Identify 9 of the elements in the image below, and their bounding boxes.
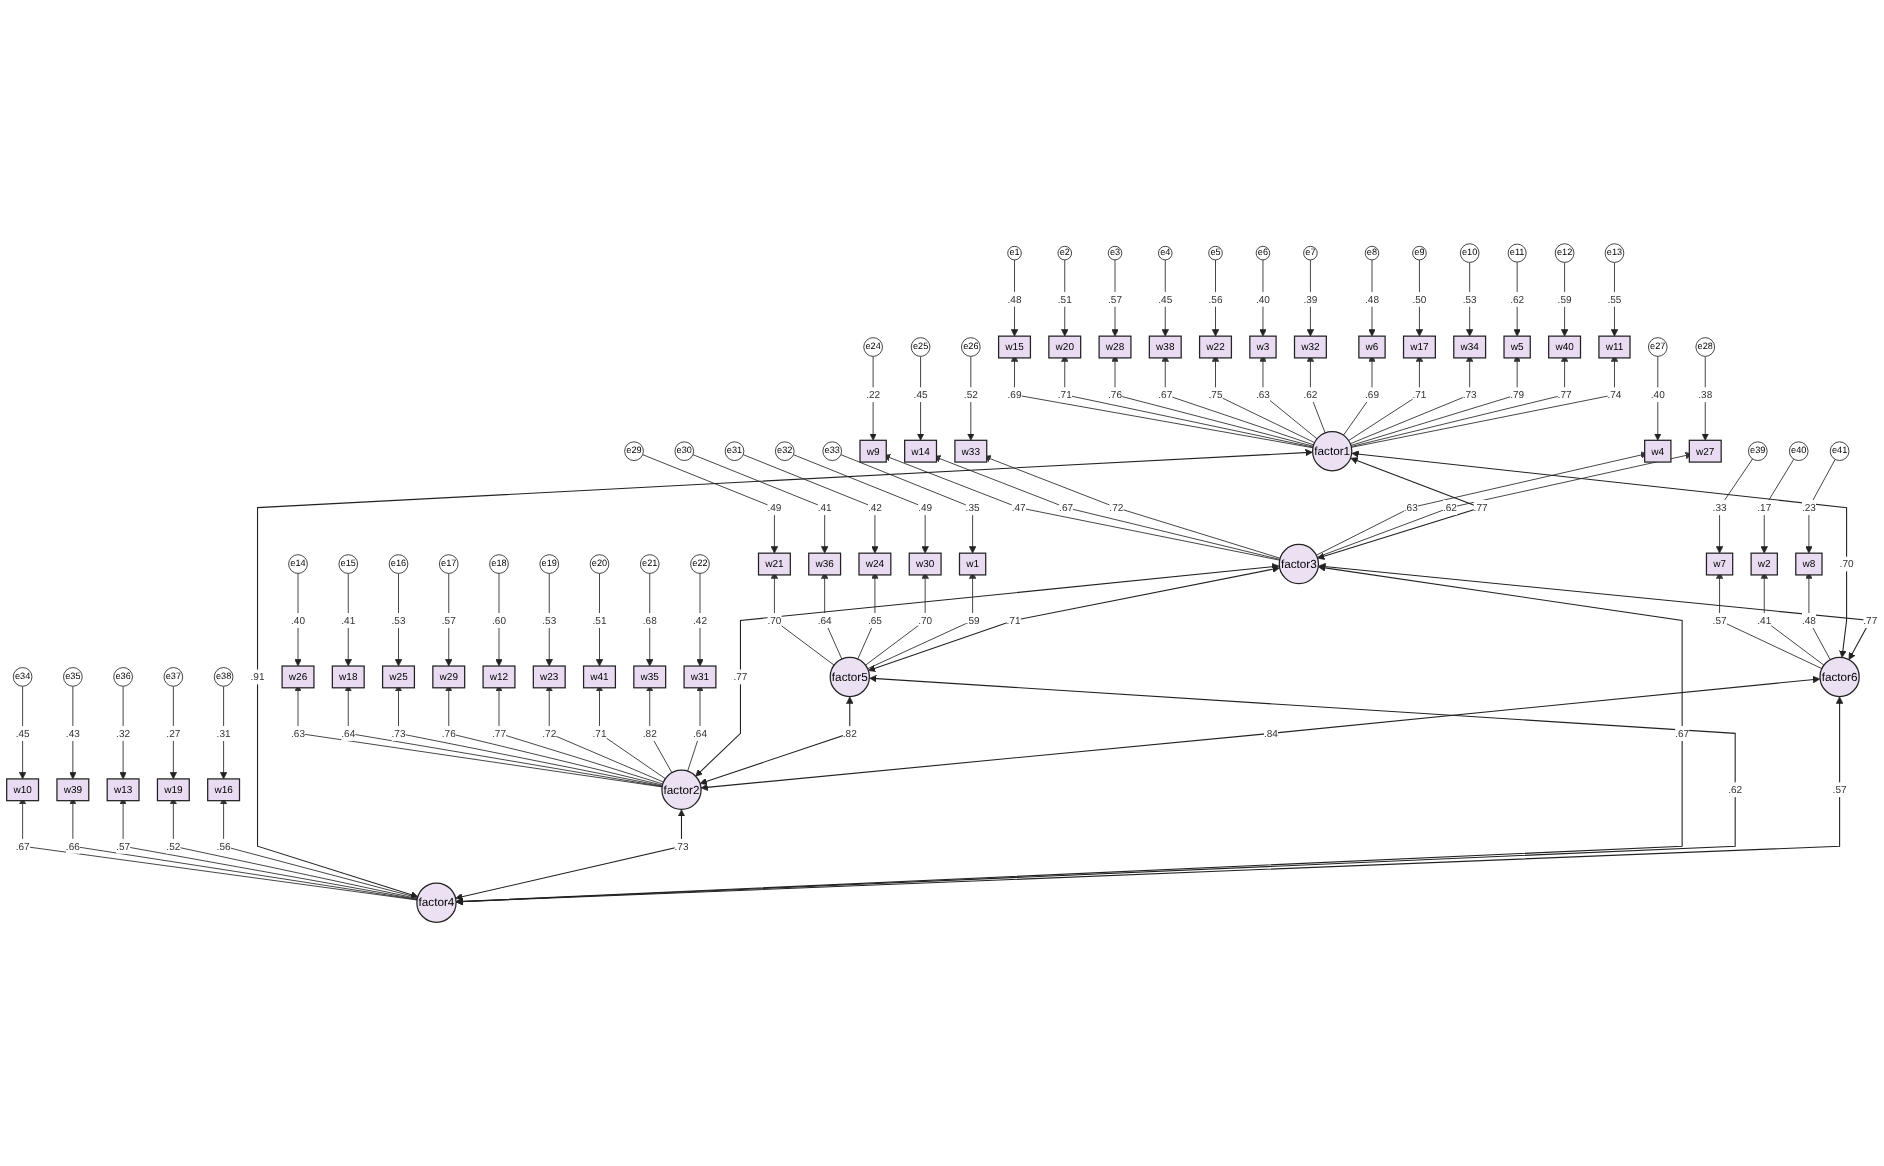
arrow [455,674,1736,906]
arrow [257,448,1313,899]
arrow [455,696,1844,906]
arrow [455,564,1683,906]
arrow [700,675,1821,791]
arrow [455,809,686,901]
arrow [699,696,854,785]
arrow [868,565,1280,672]
arrow [1351,450,1848,658]
